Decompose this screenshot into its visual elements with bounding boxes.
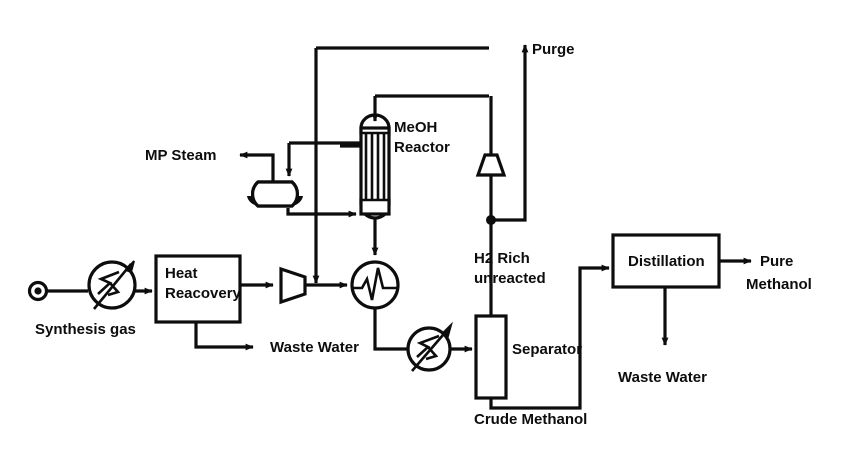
heater-icon bbox=[87, 260, 137, 310]
stream-mp-steam bbox=[239, 151, 275, 182]
crude-methanol-label: Crude Methanol bbox=[474, 411, 587, 428]
stream-source-dot-icon bbox=[27, 280, 49, 302]
product-cooler-icon bbox=[406, 321, 453, 372]
meoh-reactor-label-line1: MeOH bbox=[394, 119, 437, 136]
h2-rich-label-line1: H2 Rich bbox=[474, 250, 530, 267]
heat-recovery-label-line2: Reacovery bbox=[165, 285, 242, 302]
pure-methanol-label-line2: Methanol bbox=[746, 276, 812, 293]
compressor-icon bbox=[279, 266, 307, 305]
stream-drum-to-reactor-shell bbox=[286, 208, 357, 218]
heat-recovery-label-line1: Heat bbox=[165, 265, 198, 282]
equipment-meoh-reactor bbox=[359, 113, 391, 220]
stream-waste-water-left bbox=[194, 322, 254, 351]
purge-label: Purge bbox=[532, 41, 575, 58]
equipment-steam-drum bbox=[247, 180, 303, 208]
mp-steam-label: MP Steam bbox=[145, 147, 216, 164]
equipment-heat-recovery bbox=[154, 254, 242, 324]
stream-cooler-to-product-cooler bbox=[373, 308, 415, 353]
waste-water-left-label: Waste Water bbox=[270, 339, 359, 356]
waste-water-right-label: Waste Water bbox=[618, 369, 707, 386]
meoh-reactor-label-line2: Reactor bbox=[394, 139, 450, 156]
pure-methanol-label-line1: Pure bbox=[760, 253, 793, 270]
separator-label: Separator bbox=[512, 341, 582, 358]
equipment-separator bbox=[474, 314, 508, 400]
distillation-label: Distillation bbox=[628, 253, 705, 270]
cooler-icon bbox=[350, 260, 400, 310]
h2-rich-label-line2: unreacted bbox=[474, 270, 546, 287]
synthesis-gas-label: Synthesis gas bbox=[35, 321, 136, 338]
stream-purge bbox=[491, 44, 529, 222]
recycle-compressor-icon bbox=[475, 153, 507, 177]
stream-crude-methanol bbox=[489, 264, 610, 410]
